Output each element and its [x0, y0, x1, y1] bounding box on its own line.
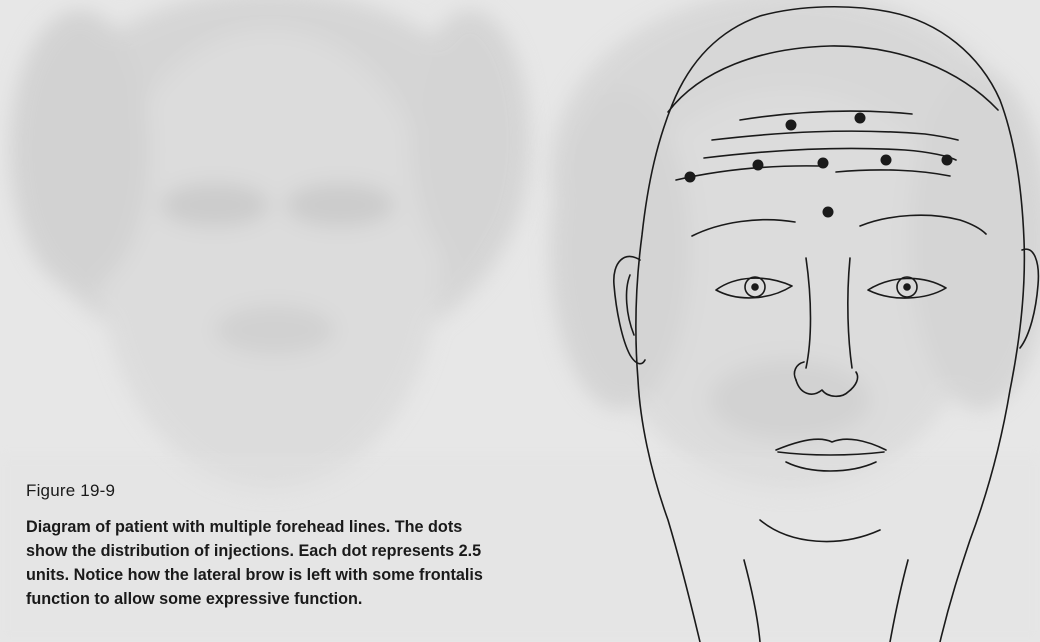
upper-lip — [776, 439, 886, 450]
injection-dot — [823, 207, 834, 218]
injection-dot — [685, 172, 696, 183]
lip-line — [778, 452, 884, 455]
forehead-line-5 — [836, 170, 950, 176]
right-brow — [860, 215, 986, 234]
injection-dot — [942, 155, 953, 166]
forehead-line-4 — [676, 166, 820, 180]
injection-dot — [786, 120, 797, 131]
forehead-line-1 — [740, 111, 912, 120]
figure-caption: Figure 19-9 Diagram of patient with mult… — [26, 481, 496, 611]
forehead-line-2 — [712, 131, 958, 140]
injection-dot — [881, 155, 892, 166]
nose-base — [796, 372, 858, 396]
forehead-line-3 — [704, 148, 956, 160]
neck-right — [890, 560, 908, 642]
figure-label: Figure 19-9 — [26, 481, 496, 501]
left-brow — [692, 220, 795, 236]
injection-dot — [753, 160, 764, 171]
head-outline — [636, 7, 1024, 642]
nose-bridge-left — [806, 258, 811, 368]
injection-dot — [855, 113, 866, 124]
figure-caption-text: Diagram of patient with multiple forehea… — [26, 515, 496, 611]
nose-bridge-right — [848, 258, 852, 368]
injection-dot — [818, 158, 829, 169]
lower-lip — [786, 462, 876, 471]
left-ear — [614, 256, 645, 363]
injection-dots — [685, 113, 953, 218]
neck-left — [744, 560, 760, 642]
